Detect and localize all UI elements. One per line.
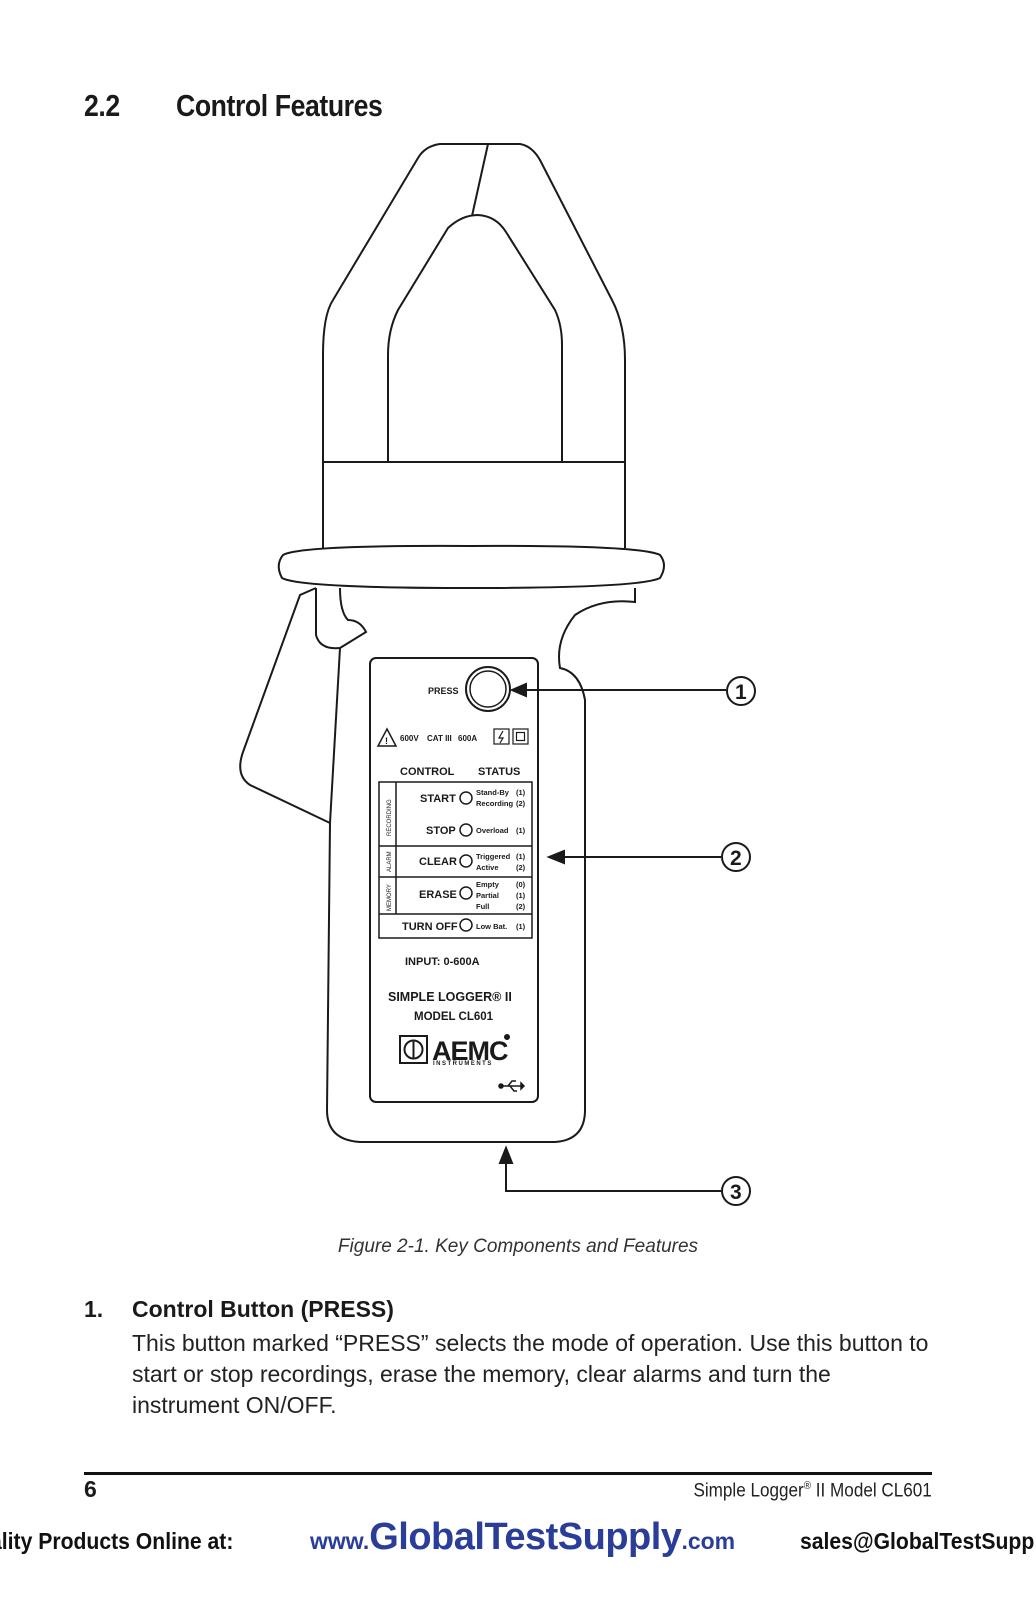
svg-text:STOP: STOP [426,825,456,837]
front-panel [369,657,539,1103]
ad-website-link[interactable]: www.GlobalTestSupply.com [310,1516,736,1558]
start-led [459,791,473,805]
aemc-logo-mark [399,1035,428,1064]
svg-text:ERASE: ERASE [419,889,457,901]
svg-text:(1): (1) [516,891,526,900]
svg-text:CONTROL: CONTROL [400,766,455,778]
svg-text:600V: 600V [400,734,419,743]
svg-text:Full: Full [476,902,489,911]
figure-caption: Figure 2-1. Key Components and Features [337,1236,699,1257]
svg-text:INSTRUMENTS: INSTRUMENTS [433,1061,493,1067]
svg-text:TURN OFF: TURN OFF [402,921,458,933]
svg-text:(1): (1) [516,922,526,931]
footer-rule [84,1472,932,1475]
turnoff-led [459,918,473,932]
device-body [325,588,636,1143]
lightning-icon [493,728,510,745]
svg-text:CAT III: CAT III [427,734,452,743]
svg-text:(1): (1) [516,826,526,835]
svg-text:Active: Active [476,863,499,872]
svg-text:Stand-By: Stand-By [476,788,510,797]
press-button [465,666,511,712]
svg-text:(0): (0) [516,880,526,889]
svg-text:(1): (1) [516,852,526,861]
svg-text:START: START [420,793,456,805]
stop-led [459,823,473,837]
svg-text:Low Bat.: Low Bat. [476,922,507,931]
svg-text:(2): (2) [516,863,526,872]
trigger [239,587,331,824]
outer-jaw [322,143,626,463]
item-number: 1. [84,1296,104,1322]
svg-text:Empty: Empty [476,880,500,889]
svg-text:600A: 600A [458,734,477,743]
svg-text:INPUT: 0-600A: INPUT: 0-600A [405,956,480,968]
usb-icon [498,1080,526,1092]
svg-text:SIMPLE LOGGER® II: SIMPLE LOGGER® II [388,990,512,1004]
svg-text:ALARM: ALARM [387,851,393,872]
running-title: Simple Logger® II Model CL601 [693,1480,932,1502]
svg-text:(1): (1) [516,788,526,797]
section-title: Control Features [176,88,383,123]
svg-text:CLEAR: CLEAR [419,856,457,868]
svg-text:!: ! [385,736,388,746]
page-number: 6 [84,1476,97,1502]
svg-text:Overload: Overload [476,826,509,835]
item-body: This button marked “PRESS” selects the m… [132,1330,929,1418]
device-figure: PRESS ! 600V CAT III 600A CONTROL STATUS… [239,143,756,1206]
svg-text:RECORDING: RECORDING [387,799,393,836]
svg-text:(2): (2) [516,902,526,911]
ad-email-link[interactable]: sales@GlobalTestSupp [800,1528,1035,1554]
hand-guard [277,544,665,590]
svg-text:Triggered: Triggered [476,852,511,861]
callout-1: 1 [735,681,747,704]
inner-jaw [387,213,563,462]
clear-led [459,854,473,868]
svg-text:Partial: Partial [476,891,499,900]
svg-text:MODEL CL601: MODEL CL601 [414,1011,494,1023]
section-number: 2.2 [84,88,120,123]
svg-text:Recording: Recording [476,799,514,808]
warning-icon [376,727,398,747]
callout-2: 2 [730,847,742,870]
callout-3: 3 [730,1181,742,1204]
erase-led [459,886,473,900]
press-label: PRESS [428,686,459,696]
aemc-logo-text: AEMC [432,1036,508,1066]
svg-text:STATUS: STATUS [478,766,520,778]
double-insulation-icon [512,728,529,745]
item-title: Control Button (PRESS) [132,1296,394,1322]
svg-text:(2): (2) [516,799,526,808]
svg-text:MEMORY: MEMORY [387,884,393,911]
status-table [378,781,533,939]
ad-banner-left: ality Products Online at: [0,1528,234,1554]
